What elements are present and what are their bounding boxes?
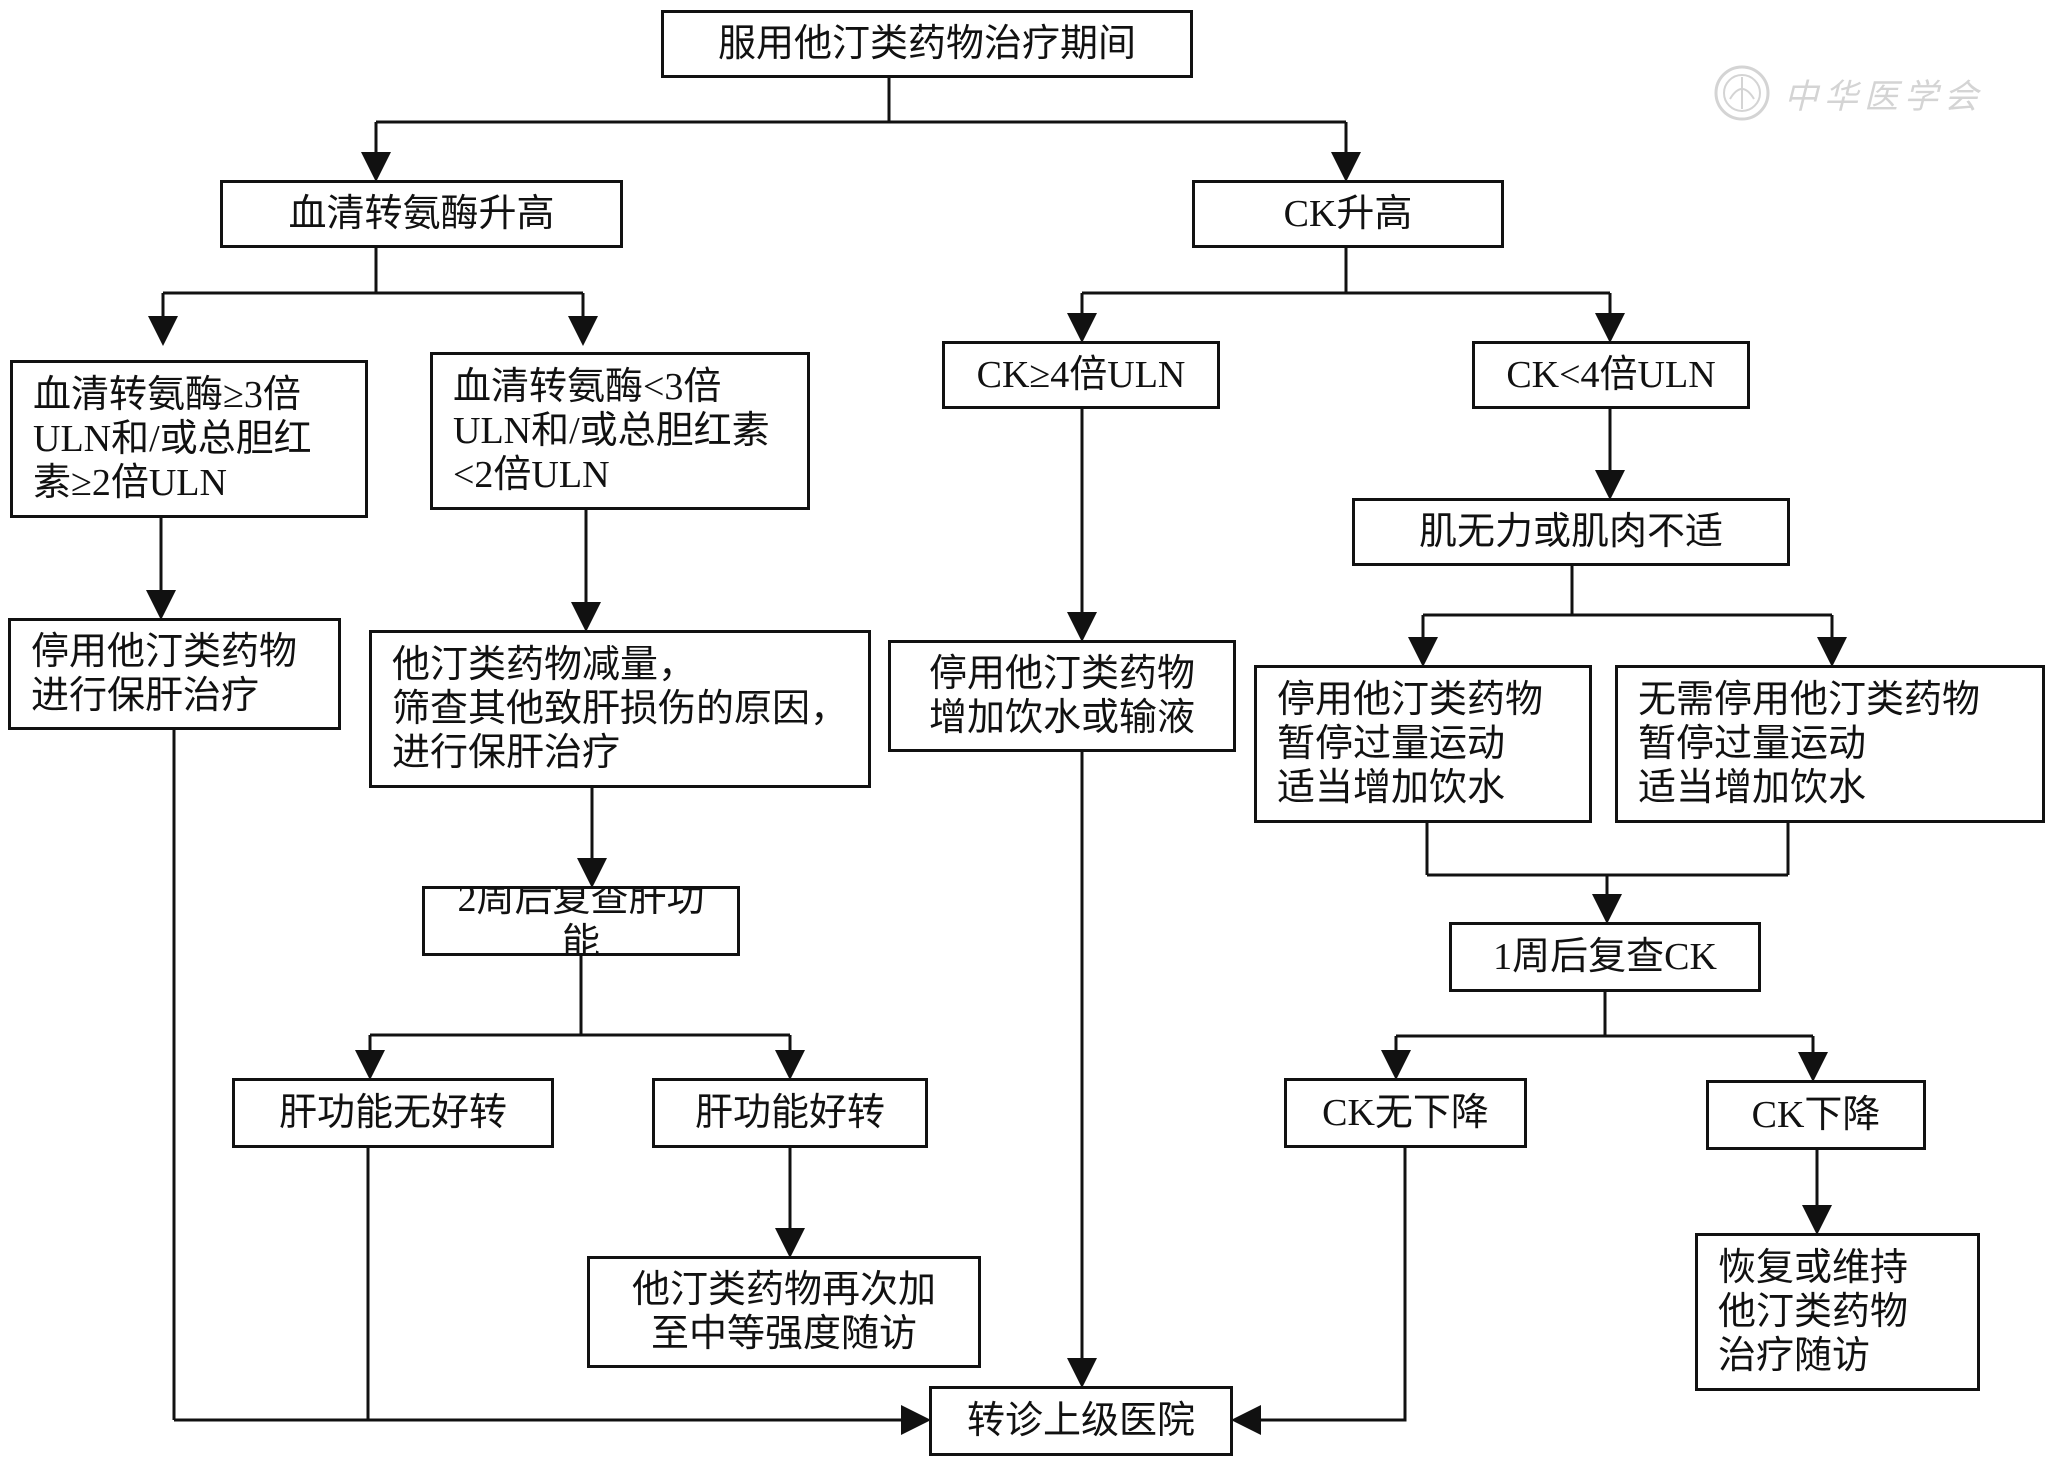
node-liver-improve: 肝功能好转	[652, 1078, 928, 1148]
society-seal-icon	[1714, 65, 1770, 121]
node-alt-high: 血清转氨酶≥3倍 ULN和/或总胆红 素≥2倍ULN	[10, 360, 368, 518]
node-stop-statin-exercise: 停用他汀类药物 暂停过量运动 适当增加饮水	[1254, 665, 1592, 823]
node-alt-low: 血清转氨酶<3倍 ULN和/或总胆红素 <2倍ULN	[430, 352, 810, 510]
node-liver-no-improve: 肝功能无好转	[232, 1078, 554, 1148]
node-resume-statin: 恢复或维持 他汀类药物 治疗随访	[1695, 1233, 1980, 1391]
node-ck-decline: CK下降	[1706, 1080, 1926, 1150]
node-recheck-liver: 2周后复查肝功能	[422, 886, 740, 956]
node-restart-statin: 他汀类药物再次加 至中等强度随访	[587, 1256, 981, 1368]
node-ck-no-decline: CK无下降	[1284, 1078, 1527, 1148]
node-root: 服用他汀类药物治疗期间	[661, 10, 1193, 78]
arrow-ck-no-decline-to-refer	[1231, 1148, 1407, 1435]
node-ck-low: CK<4倍ULN	[1472, 341, 1750, 409]
node-stop-statin-fluids: 停用他汀类药物 增加饮水或输液	[888, 640, 1236, 752]
node-stop-statin-liver: 停用他汀类药物 进行保肝治疗	[8, 618, 341, 730]
node-reduce-statin: 他汀类药物减量， 筛查其他致肝损伤的原因， 进行保肝治疗	[369, 630, 871, 788]
node-recheck-ck: 1周后复查CK	[1449, 922, 1761, 992]
node-ck-high: CK≥4倍ULN	[942, 341, 1220, 409]
node-refer-hospital: 转诊上级医院	[929, 1386, 1233, 1456]
watermark-text: 中华医学会	[1784, 78, 1984, 116]
node-no-stop-statin: 无需停用他汀类药物 暂停过量运动 适当增加饮水	[1615, 665, 2045, 823]
node-alt-elevated: 血清转氨酶升高	[220, 180, 623, 248]
node-muscle-symptoms: 肌无力或肌肉不适	[1352, 498, 1790, 566]
node-ck-elevated: CK升高	[1192, 180, 1504, 248]
watermark: 中华医学会	[1712, 58, 2002, 128]
